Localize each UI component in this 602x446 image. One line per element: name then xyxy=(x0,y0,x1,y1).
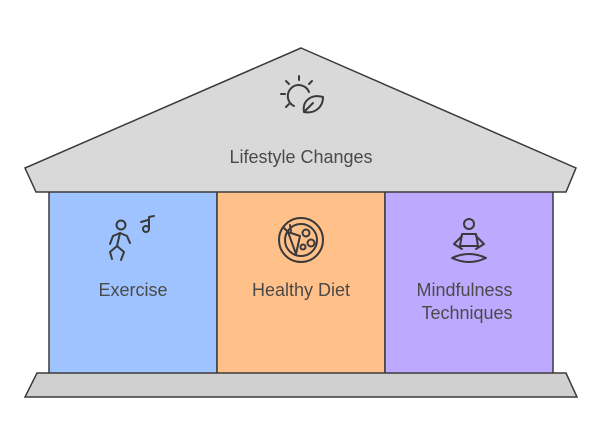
pillar-exercise-body xyxy=(48,189,218,375)
roof-shape xyxy=(23,47,577,193)
pillar-healthy-diet-label-line-1: Healthy Diet xyxy=(252,280,350,300)
pillar-exercise-label: Exercise xyxy=(98,280,167,300)
plate-food-icon xyxy=(278,217,324,263)
pillar-exercise-label-line-1: Exercise xyxy=(98,280,167,300)
pillar-healthy-diet-label: Healthy Diet xyxy=(252,280,350,300)
running-person-music-icon xyxy=(109,215,155,261)
pillar-exercise: Exercise xyxy=(48,189,218,375)
roof-label: Lifestyle Changes xyxy=(229,147,372,167)
pillar-mindfulness-label: Mindfulness Techniques xyxy=(416,280,517,323)
pillar-mindfulness: Mindfulness Techniques xyxy=(384,189,554,375)
pillar-mindfulness-label-line-2: Techniques xyxy=(421,303,512,323)
base-platform xyxy=(23,372,579,398)
sun-leaf-icon xyxy=(280,75,324,114)
pillar-healthy-diet: Healthy Diet xyxy=(216,189,386,375)
pillar-mindfulness-label-line-1: Mindfulness xyxy=(416,280,512,300)
roof: Lifestyle Changes xyxy=(23,47,577,193)
pillar-mindfulness-body xyxy=(384,189,554,375)
meditating-person-icon xyxy=(451,218,487,263)
